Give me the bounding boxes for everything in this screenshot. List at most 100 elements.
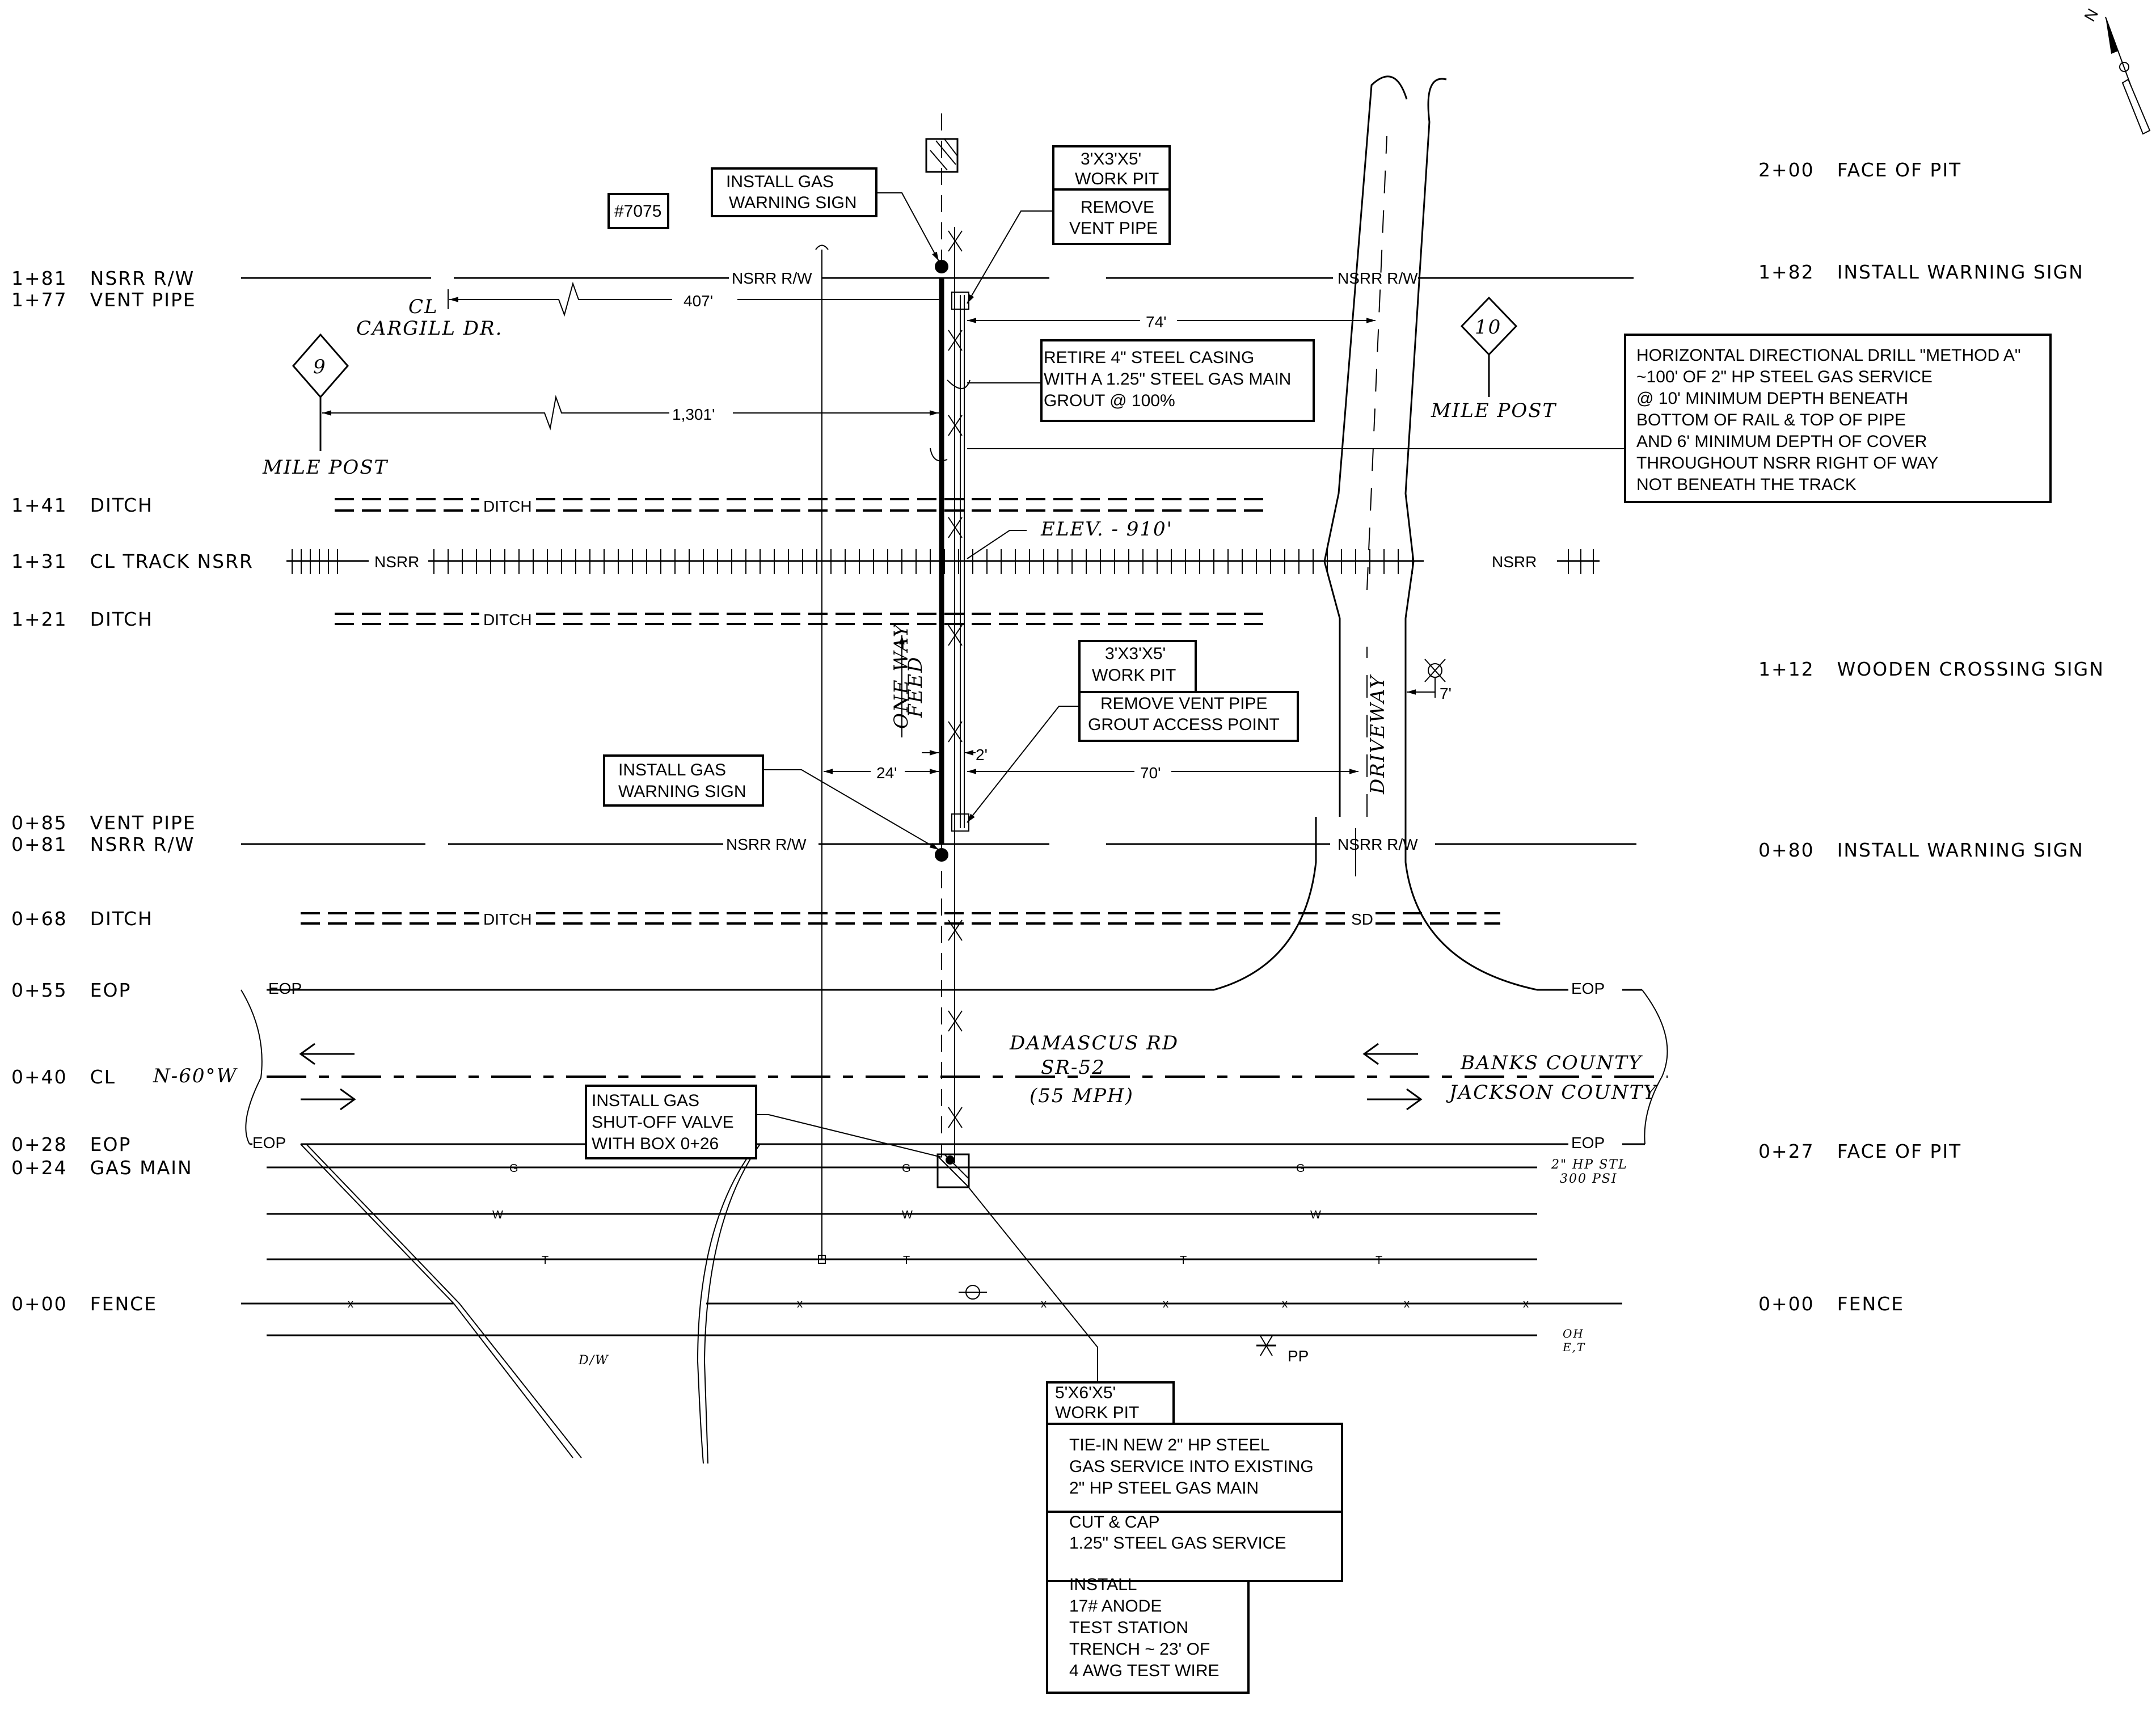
svg-text:INSTALL GAS: INSTALL GAS bbox=[618, 761, 726, 779]
driveway-west-bottom bbox=[300, 1144, 582, 1458]
svg-text:PP: PP bbox=[1288, 1347, 1309, 1365]
callout-retire-casing: RETIRE 4" STEEL CASING WITH A 1.25" STEE… bbox=[967, 339, 1315, 422]
svg-text:HORIZONTAL DIRECTIONAL DRILL ": HORIZONTAL DIRECTIONAL DRILL "METHOD A" bbox=[1636, 346, 2021, 365]
svg-text:SR-52: SR-52 bbox=[1041, 1056, 1106, 1079]
abandon-mark-icon bbox=[948, 230, 963, 252]
svg-text:NSRR R/W: NSRR R/W bbox=[1338, 836, 1418, 853]
svg-text:EOP: EOP bbox=[1571, 1134, 1605, 1152]
svg-text:2" HP STL: 2" HP STL bbox=[1551, 1158, 1627, 1172]
dimension-offsets: 24' 2' bbox=[824, 746, 988, 782]
svg-text:WARNING SIGN: WARNING SIGN bbox=[618, 782, 746, 801]
elevation-callout: ELEV. - 910' bbox=[967, 518, 1172, 559]
callout-work-pit-south: 5'X6'X5' WORK PIT TIE-IN NEW 2" HP STEEL… bbox=[967, 1185, 1343, 1694]
callout-hdd-note: HORIZONTAL DIRECTIONAL DRILL "METHOD A" … bbox=[967, 334, 2052, 503]
svg-text:WORK PIT: WORK PIT bbox=[1092, 666, 1176, 685]
driveway-apron bbox=[1213, 817, 1538, 991]
svg-text:300 PSI: 300 PSI bbox=[1560, 1172, 1618, 1186]
telecom-line: T T T T bbox=[267, 1254, 1537, 1267]
svg-text:G: G bbox=[902, 1162, 911, 1175]
ditch-north: DITCH bbox=[335, 497, 1268, 515]
svg-text:WARNING SIGN: WARNING SIGN bbox=[729, 193, 857, 212]
dimension-mile-post: 1,301' bbox=[322, 395, 939, 431]
svg-text:REMOVE: REMOVE bbox=[1081, 198, 1154, 217]
svg-text:3'X3'X5': 3'X3'X5' bbox=[1105, 644, 1166, 663]
rw-line-north: NSRR R/W NSRR R/W bbox=[241, 269, 1634, 287]
svg-text:DAMASCUS RD: DAMASCUS RD bbox=[1009, 1032, 1179, 1055]
svg-text:x: x bbox=[1282, 1298, 1288, 1310]
svg-text:~100' OF 2" HP STEEL GAS SERVI: ~100' OF 2" HP STEEL GAS SERVICE bbox=[1636, 368, 1933, 386]
svg-text:INSTALL GAS: INSTALL GAS bbox=[592, 1091, 699, 1110]
svg-text:W: W bbox=[1310, 1209, 1321, 1221]
westbound-arrow-icon bbox=[299, 1043, 355, 1065]
callout-work-pit-north: 3'X3'X5' WORK PIT REMOVE VENT PIPE bbox=[967, 145, 1171, 304]
svg-text:SD: SD bbox=[1351, 910, 1373, 928]
svg-text:MILE POST: MILE POST bbox=[262, 456, 388, 479]
svg-text:BOTTOM OF RAIL & TOP OF PIPE: BOTTOM OF RAIL & TOP OF PIPE bbox=[1636, 411, 1906, 429]
svg-text:T: T bbox=[1180, 1254, 1187, 1267]
svg-text:EOP: EOP bbox=[1571, 980, 1605, 997]
svg-text:WORK PIT: WORK PIT bbox=[1075, 170, 1159, 188]
svg-text:W: W bbox=[492, 1209, 503, 1221]
svg-text:@ 10' MINIMUM DEPTH BENEATH: @ 10' MINIMUM DEPTH BENEATH bbox=[1636, 389, 1908, 408]
svg-text:REMOVE VENT PIPE: REMOVE VENT PIPE bbox=[1100, 694, 1268, 713]
svg-text:T: T bbox=[903, 1254, 910, 1267]
svg-text:x: x bbox=[1041, 1298, 1047, 1310]
svg-text:DITCH: DITCH bbox=[483, 497, 532, 515]
eastbound-arrow-icon bbox=[1367, 1088, 1423, 1111]
svg-text:NOT BENEATH THE TRACK: NOT BENEATH THE TRACK bbox=[1636, 475, 1857, 494]
meter-icon bbox=[959, 1285, 987, 1300]
callout-warning-sign-north: INSTALL GAS WARNING SIGN bbox=[711, 167, 939, 262]
svg-text:17# ANODE: 17# ANODE bbox=[1069, 1597, 1162, 1616]
abandon-mark-icon bbox=[948, 517, 963, 538]
dimension-driveway-top: 74' bbox=[967, 313, 1376, 331]
callout-shutoff-valve: INSTALL GAS SHUT-OFF VALVE WITH BOX 0+26 bbox=[585, 1085, 942, 1159]
svg-text:GROUT @ 100%: GROUT @ 100% bbox=[1044, 391, 1175, 410]
svg-text:2" HP STEEL GAS MAIN: 2" HP STEEL GAS MAIN bbox=[1069, 1479, 1259, 1498]
svg-text:70': 70' bbox=[1140, 764, 1161, 782]
eastbound-arrow-icon bbox=[301, 1088, 356, 1111]
callout-warning-sign-south: INSTALL GAS WARNING SIGN bbox=[603, 754, 939, 850]
warning-sign-marker-icon bbox=[935, 848, 948, 862]
gas-main-line: G G G 2" HP STL 300 PSI bbox=[267, 1158, 1627, 1186]
driveway-north: DRIVEWAY bbox=[1323, 75, 1447, 817]
svg-text:74': 74' bbox=[1146, 313, 1167, 331]
railroad-track: NSRR NSRR bbox=[286, 549, 1600, 574]
power-pole-icon bbox=[1256, 1335, 1276, 1356]
north-arrow-icon: N bbox=[2081, 6, 2151, 135]
svg-text:RETIRE 4" STEEL CASING: RETIRE 4" STEEL CASING bbox=[1044, 348, 1254, 367]
svg-text:BANKS COUNTY: BANKS COUNTY bbox=[1460, 1052, 1643, 1074]
rw-line-south: NSRR R/W NSRR R/W bbox=[241, 836, 1636, 853]
svg-text:x: x bbox=[1523, 1298, 1529, 1310]
svg-text:(55 MPH): (55 MPH) bbox=[1030, 1085, 1134, 1107]
svg-text:24': 24' bbox=[876, 764, 897, 782]
svg-text:WITH BOX 0+26: WITH BOX 0+26 bbox=[592, 1134, 719, 1153]
svg-text:THROUGHOUT NSRR RIGHT OF WAY: THROUGHOUT NSRR RIGHT OF WAY bbox=[1636, 454, 1938, 473]
svg-text:4 AWG TEST WIRE: 4 AWG TEST WIRE bbox=[1069, 1661, 1220, 1680]
svg-text:MILE POST: MILE POST bbox=[1431, 399, 1556, 422]
svg-text:NSRR R/W: NSRR R/W bbox=[1338, 269, 1418, 287]
dimension-cargill: 407' CL CARGILL DR. bbox=[356, 281, 939, 340]
svg-text:5'X6'X5': 5'X6'X5' bbox=[1055, 1384, 1116, 1402]
svg-text:E,T: E,T bbox=[1562, 1340, 1585, 1354]
telecom-vertical bbox=[815, 244, 829, 1259]
svg-text:AND 6' MINIMUM DEPTH OF COVER: AND 6' MINIMUM DEPTH OF COVER bbox=[1636, 432, 1927, 451]
svg-text:EOP: EOP bbox=[252, 1134, 286, 1152]
svg-text:N-60°W: N-60°W bbox=[153, 1065, 238, 1087]
mile-post-9: 9 MILE POST bbox=[262, 333, 388, 479]
svg-text:NSRR R/W: NSRR R/W bbox=[726, 836, 807, 853]
